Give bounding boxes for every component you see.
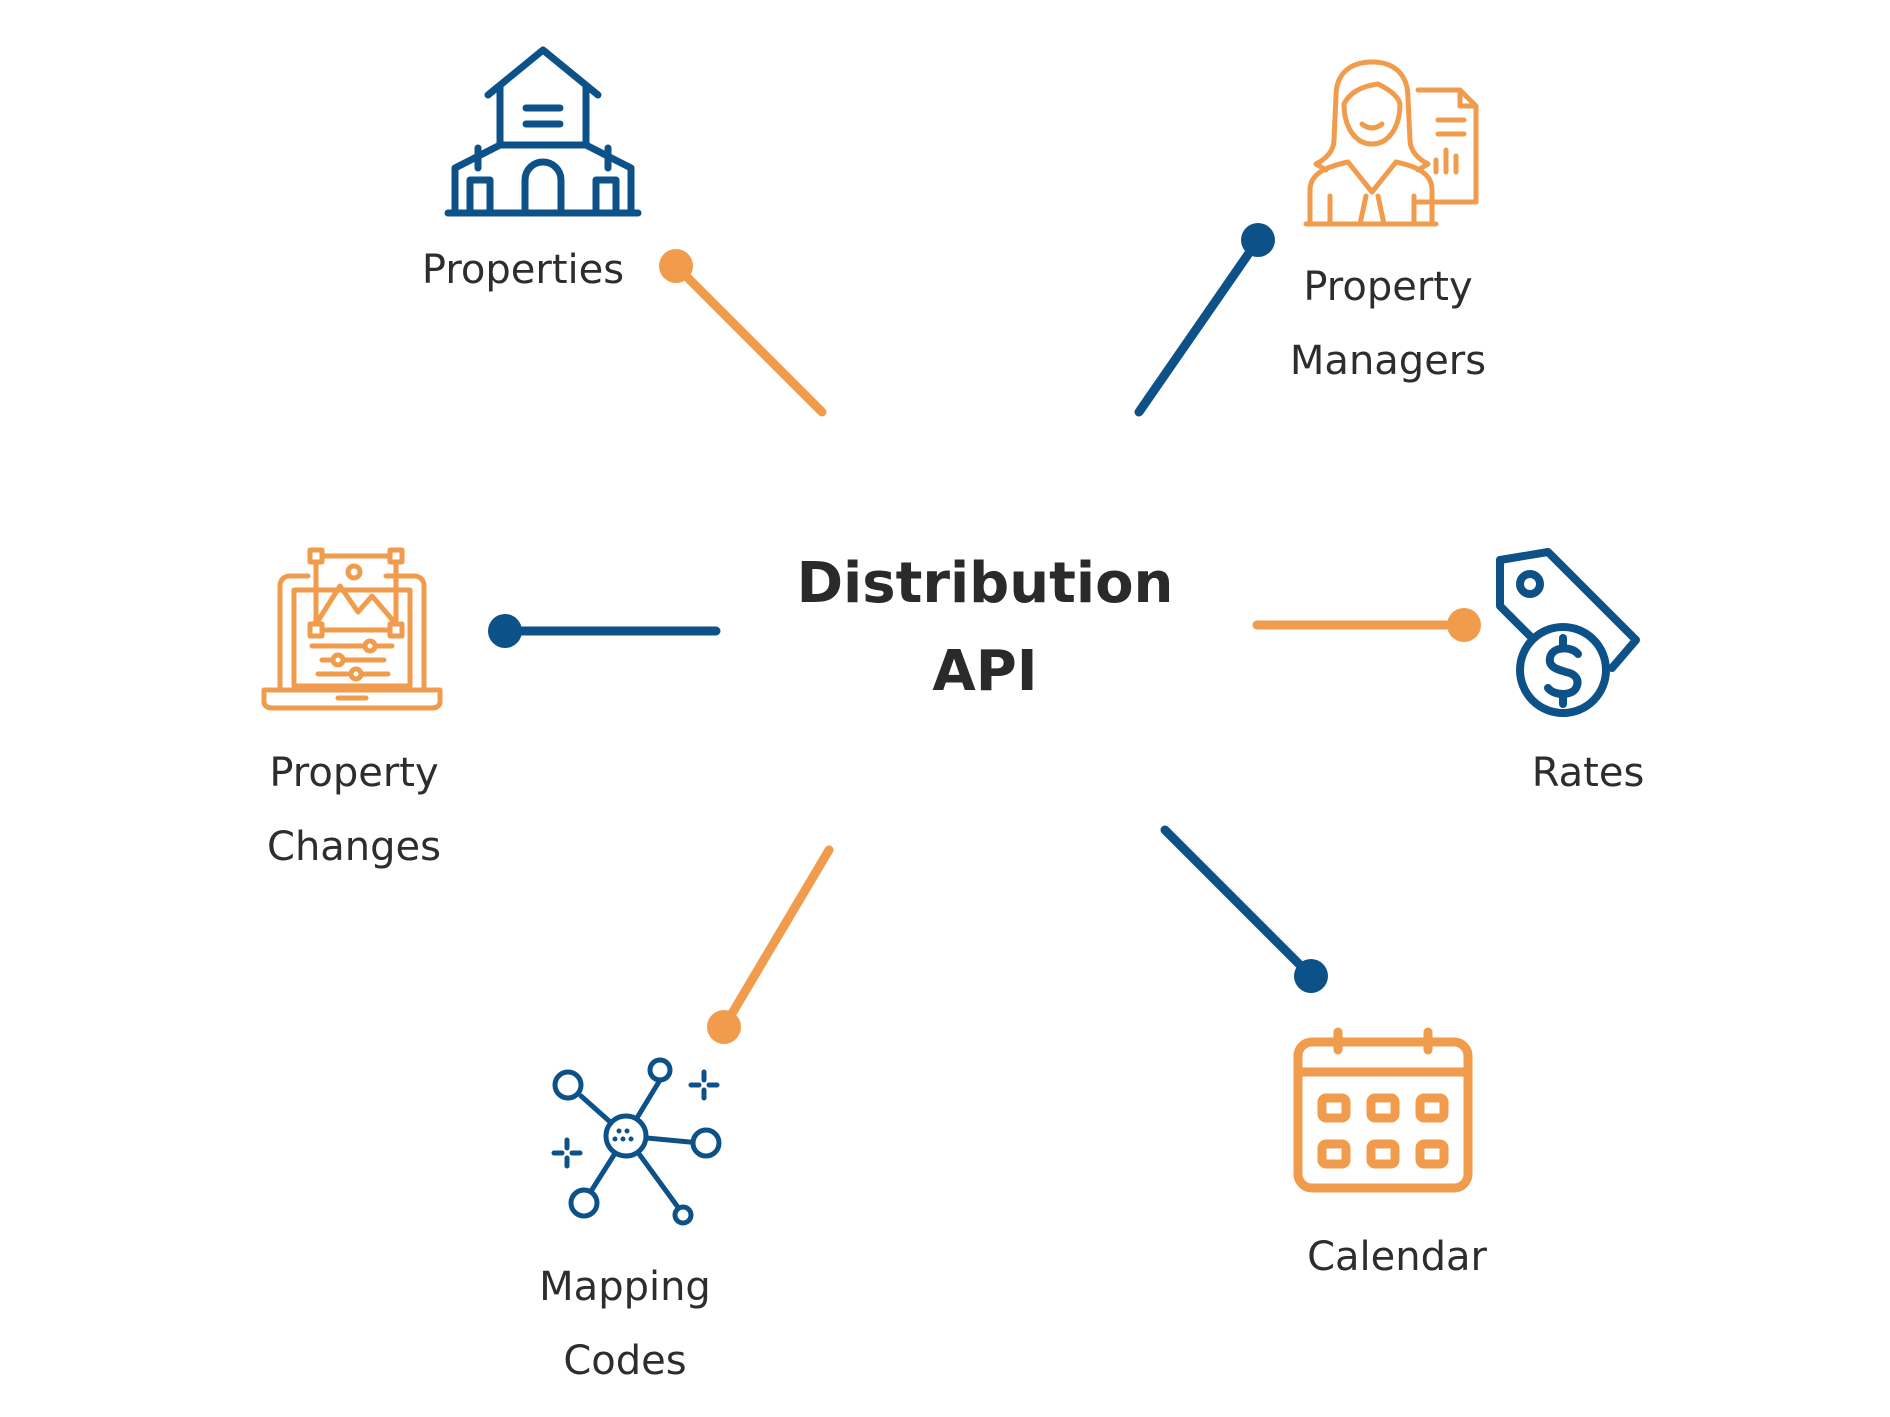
manager-icon: [1303, 59, 1479, 227]
center-label-line1: Distribution: [796, 551, 1174, 616]
connector-properties: [659, 249, 827, 417]
node-label-properties: Properties: [421, 247, 625, 293]
node-label-property-changes: Property Changes: [267, 750, 441, 870]
laptop-edit-icon: [261, 547, 443, 711]
node-label-calendar: Calendar: [1307, 1234, 1487, 1280]
node-label-property-managers: Property Managers: [1289, 264, 1487, 384]
node-label-mapping-codes: Mapping Codes: [539, 1264, 711, 1384]
calendar-icon: [1293, 1027, 1473, 1193]
connector-property-managers: [1134, 223, 1275, 417]
center-label-line2: API: [932, 639, 1038, 704]
center-label: Distribution API: [797, 540, 1174, 716]
network-icon: [551, 1057, 722, 1226]
price-tag-icon: [1496, 548, 1640, 717]
connector-mapping-codes: [707, 845, 834, 1044]
connector-rates: [1252, 608, 1481, 642]
connector-calendar: [1160, 825, 1328, 993]
node-label-rates: Rates: [1531, 750, 1645, 796]
building-icon: [444, 46, 642, 217]
connector-property-changes: [488, 614, 721, 648]
